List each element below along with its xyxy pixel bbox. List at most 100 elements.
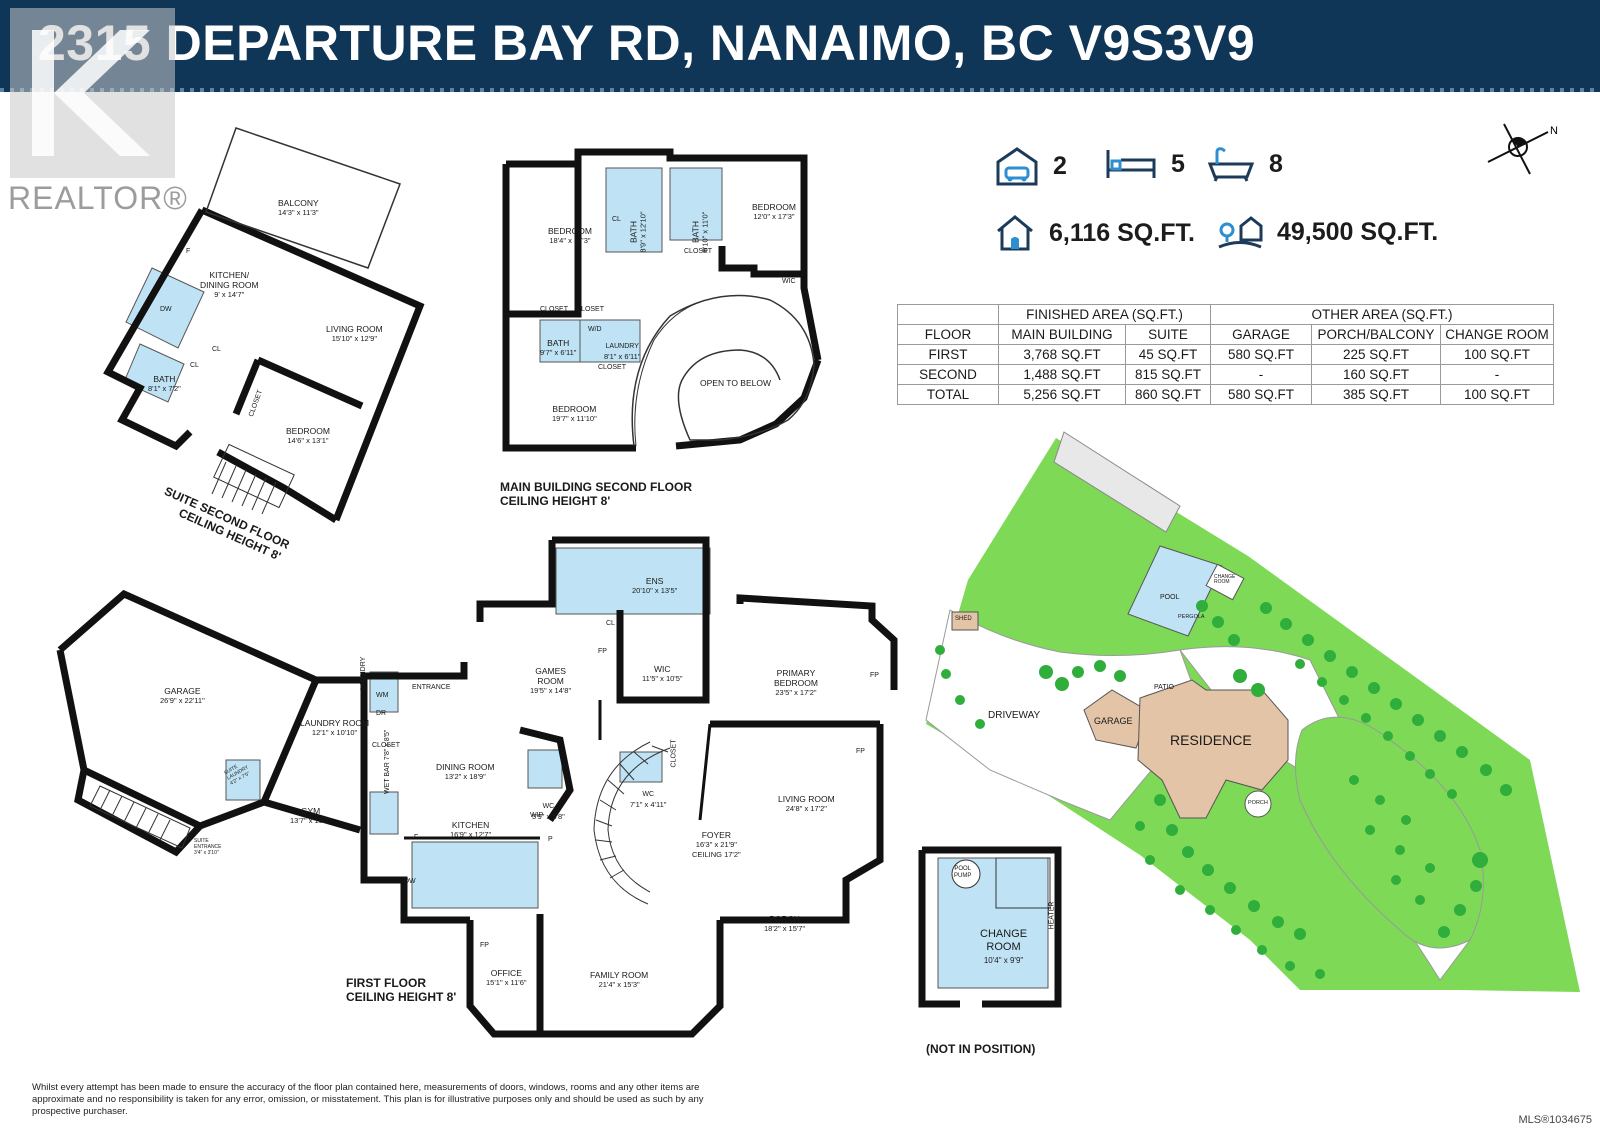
room-name: KITCHEN bbox=[451, 820, 490, 830]
change-room-walls bbox=[918, 846, 1062, 1008]
table-cell: 5,256 SQ.FT bbox=[998, 384, 1126, 405]
closet-label: CLOSET bbox=[540, 306, 569, 313]
room-name: DINING ROOM bbox=[436, 762, 495, 772]
dw-label: DW bbox=[404, 878, 416, 885]
garage-stairs bbox=[89, 785, 191, 849]
site-change-room-label: CHANGE ROOM bbox=[1214, 574, 1236, 585]
room-name: GYM bbox=[300, 806, 321, 816]
closet-label: CLOSET bbox=[684, 248, 713, 255]
room-dim: 19'7" x 11'10" bbox=[552, 414, 597, 423]
site-hatch bbox=[1053, 431, 1181, 533]
closet-label: CLOSET bbox=[576, 306, 605, 313]
wip-label: WIP bbox=[530, 812, 544, 819]
room-name: BATH bbox=[690, 220, 701, 244]
beds-count: 5 bbox=[1171, 149, 1185, 178]
fp-label: FP bbox=[856, 748, 865, 755]
room-dim: 18'4" x 17'3" bbox=[549, 236, 591, 245]
room-name: BEDROOM bbox=[552, 404, 597, 414]
area-table: FINISHED AREA (SQ.FT.) OTHER AREA (SQ.FT… bbox=[897, 304, 1554, 405]
garage-count: 2 bbox=[1053, 151, 1067, 180]
first-floor-walls bbox=[56, 536, 898, 1038]
realtor-watermark: REALTOR® bbox=[8, 8, 188, 216]
site-patio-label: PATIO bbox=[1154, 684, 1174, 691]
site-residence-label: RESIDENCE bbox=[1170, 732, 1252, 748]
room-name: BEDROOM bbox=[286, 426, 330, 436]
pool bbox=[1127, 545, 1223, 637]
realtor-logo bbox=[10, 8, 175, 178]
room-dim: 6'10" x 11'0" bbox=[700, 211, 710, 253]
table-cell: 860 SQ.FT bbox=[1125, 384, 1211, 405]
page-title: 2315 DEPARTURE BAY RD, NANAIMO, BC V9S3V… bbox=[38, 15, 1256, 71]
room-name: FAMILY ROOM bbox=[590, 970, 649, 980]
site-shed-label: SHED bbox=[955, 616, 972, 622]
bathtub-icon bbox=[1207, 147, 1255, 182]
room-dim: 23'5" x 17'2" bbox=[775, 688, 817, 697]
garage-icon bbox=[996, 147, 1038, 186]
room-dim: 20'10" x 13'5" bbox=[632, 586, 678, 595]
dw-label: DW bbox=[160, 306, 172, 313]
room-name: BEDROOM bbox=[548, 226, 592, 236]
f-label: F bbox=[186, 248, 191, 255]
wet-bar-name: WET BAR bbox=[384, 762, 391, 794]
north-compass-icon: N bbox=[1486, 118, 1562, 178]
compass-north-label: N bbox=[1550, 125, 1558, 137]
driveway-area bbox=[925, 609, 1199, 821]
plan-label-line: MAIN BUILDING SECOND FLOOR bbox=[500, 480, 692, 494]
site-residence bbox=[1137, 679, 1289, 819]
table-group-header: OTHER AREA (SQ.FT.) bbox=[1210, 304, 1554, 325]
room-name: OPEN TO BELOW bbox=[700, 378, 772, 388]
room-dim: 19'5" x 14'8" bbox=[530, 686, 572, 695]
header-dotted-line bbox=[0, 88, 1600, 92]
room-dim: 9'7" x 6'11" bbox=[540, 348, 577, 357]
plan-label-line: CEILING HEIGHT 8' bbox=[346, 990, 457, 1004]
closet-label: CLOSET bbox=[598, 364, 627, 371]
room-name: PRIMARY BEDROOM bbox=[774, 668, 818, 688]
table-header: PORCH/BALCONY bbox=[1311, 324, 1441, 345]
house-area-stat: 6,116 SQ.FT. bbox=[995, 214, 1195, 252]
heater-label: HEATER bbox=[1048, 901, 1056, 930]
not-in-position-label: (NOT IN POSITION) bbox=[926, 1042, 1036, 1056]
wet-bar-label: WET BAR 7'8" x 8'5" bbox=[384, 730, 391, 794]
table-header: SUITE bbox=[1125, 324, 1211, 345]
pool-pump-label: POOL PUMP bbox=[954, 866, 972, 879]
lot-area: 49,500 SQ.FT. bbox=[1277, 217, 1439, 246]
fp-label: FP bbox=[480, 942, 489, 949]
laundry-label: LAUNDRY bbox=[360, 656, 367, 690]
table-cell: 385 SQ.FT bbox=[1311, 384, 1441, 405]
property-stats: 2 5 8 6,116 SQ.FT. 49,500 SQ.FT. bbox=[995, 140, 1445, 260]
fp-label: FP bbox=[870, 672, 879, 679]
suite-balcony bbox=[205, 127, 401, 269]
main-second-floor-label: MAIN BUILDING SECOND FLOOR CEILING HEIGH… bbox=[500, 480, 692, 508]
room-name: BEDROOM bbox=[752, 202, 796, 212]
pool-pump-fixture bbox=[951, 859, 981, 889]
room-name: LIVING ROOM bbox=[326, 324, 383, 334]
room-dim: 11'5" x 10'5" bbox=[642, 674, 683, 683]
baths-stat: 8 bbox=[1207, 146, 1283, 182]
room-name: PORCH bbox=[769, 914, 800, 924]
room-dim: 21'4" x 15'3" bbox=[598, 980, 640, 989]
tree-group bbox=[935, 600, 1512, 979]
table-header: CHANGE ROOM bbox=[1440, 324, 1554, 345]
cl-label: CL bbox=[212, 346, 221, 353]
table-cell: 160 SQ.FT bbox=[1311, 364, 1441, 385]
open-to-below bbox=[631, 294, 815, 447]
room-name: BALCONY bbox=[278, 198, 319, 208]
room-name: OFFICE bbox=[490, 968, 522, 978]
table-cell: SECOND bbox=[897, 364, 999, 385]
room-dim: 16'9" x 12'7" bbox=[450, 830, 492, 839]
table-row: SECOND 1,488 SQ.FT 815 SQ.FT - 160 SQ.FT… bbox=[897, 364, 1554, 385]
room-dim: 14'6" x 13'1" bbox=[287, 436, 329, 445]
